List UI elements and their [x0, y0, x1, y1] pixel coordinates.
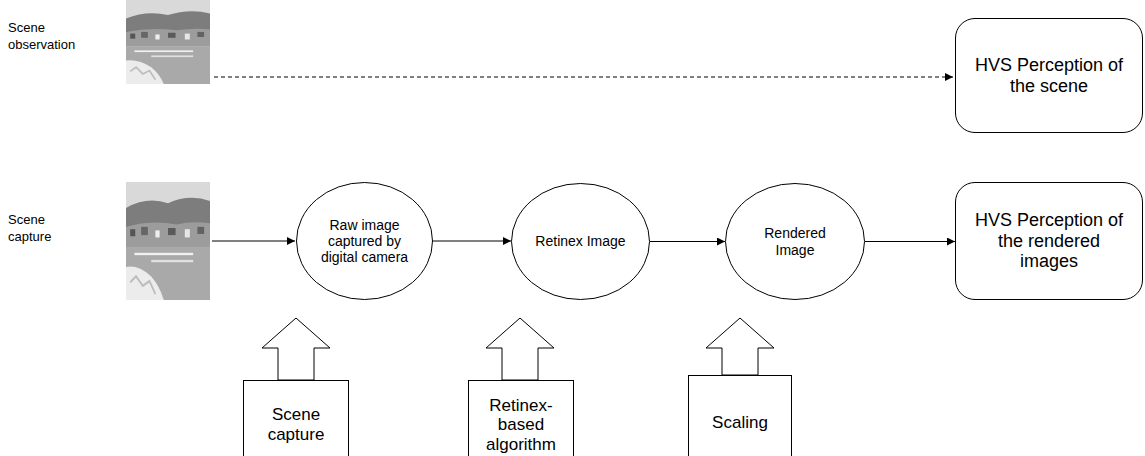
text-wrap: Raw image captured by digital camera: [313, 217, 417, 265]
step-box: Scene capture: [243, 380, 349, 456]
node-text: HVS Perception of the rendered images: [969, 210, 1129, 272]
text-wrap: Retinex-based algorithm: [475, 396, 567, 455]
dashed-arrow: [214, 77, 953, 78]
perception-box: HVS Perception of the rendered images: [955, 182, 1143, 300]
flow-arrow: [865, 241, 955, 242]
process-ellipse: Retinex Image: [511, 183, 650, 300]
block-arrow: [706, 318, 774, 375]
flow-arrow: [650, 241, 725, 242]
row-label: Scene capture: [8, 212, 90, 246]
block-arrow: [486, 318, 554, 380]
text-wrap: Scene capture: [250, 405, 342, 444]
text-wrap: Scaling: [712, 413, 768, 433]
perception-box: HVS Perception of the scene: [955, 18, 1143, 133]
node-text: Rendered Image: [743, 225, 847, 257]
text-wrap: Retinex Image: [535, 233, 625, 249]
node-text: HVS Perception of the scene: [969, 55, 1129, 96]
step-box: Retinex-based algorithm: [468, 380, 574, 456]
text-wrap: HVS Perception of the rendered images: [969, 210, 1129, 272]
block-arrow: [262, 318, 330, 380]
node-text: Retinex Image: [535, 233, 625, 249]
node-text: Scaling: [712, 413, 768, 433]
node-text: Raw image captured by digital camera: [313, 217, 417, 265]
scene-photo: [126, 0, 210, 84]
scene-photo: [126, 182, 210, 300]
process-ellipse: Raw image captured by digital camera: [296, 182, 433, 300]
step-box: Scaling: [688, 375, 792, 456]
text-wrap: Rendered Image: [743, 225, 847, 257]
capture-arrow: [212, 241, 295, 242]
node-text: Scene capture: [250, 405, 342, 444]
node-text: Retinex-based algorithm: [475, 396, 567, 455]
row-label: Scene observation: [8, 20, 90, 54]
process-ellipse: Rendered Image: [725, 183, 865, 300]
flow-arrow: [433, 241, 511, 242]
text-wrap: HVS Perception of the scene: [969, 55, 1129, 96]
